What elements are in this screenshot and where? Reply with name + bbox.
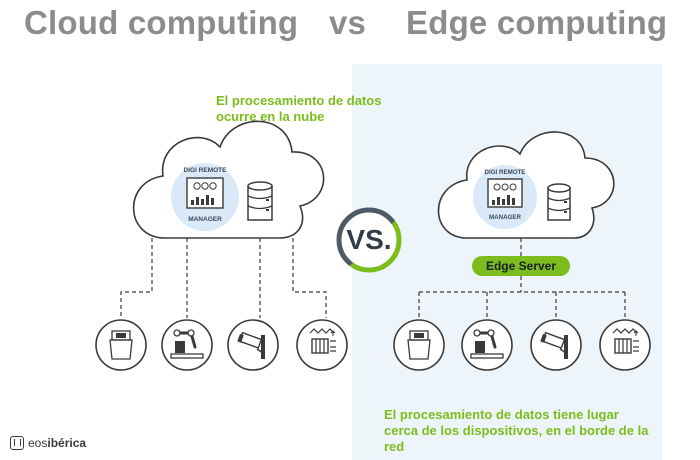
- security-camera-icon-edge: [530, 319, 582, 371]
- manager-badge-bottom-right: MANAGER: [489, 214, 521, 221]
- edge-server-label: Edge Server: [472, 256, 570, 276]
- edge-caption: El procesamiento de datos tiene lugar ce…: [384, 407, 649, 454]
- edge-devices: [393, 319, 651, 371]
- vs-ring: [336, 207, 402, 273]
- trash-bin-icon-edge: [393, 319, 445, 371]
- security-camera-icon: [227, 319, 279, 371]
- manager-badge-left: DIGI REMOTE MANAGER: [171, 163, 239, 231]
- database-icon-right: [547, 183, 571, 221]
- engine-sensor-icon-edge: [599, 319, 651, 371]
- manager-badge-top: DIGI REMOTE: [184, 167, 228, 174]
- cloud-caption: El procesamiento de datos ocurre en la n…: [216, 93, 382, 124]
- title-cloud: Cloud computing: [24, 4, 299, 41]
- robot-arm-icon-edge: [461, 319, 513, 371]
- logo-text: eosibérica: [28, 436, 87, 450]
- logo-mark-icon: [10, 436, 24, 450]
- eos-iberica-logo: eosibérica: [10, 436, 86, 450]
- manager-badge-top-right: DIGI REMOTE: [485, 169, 526, 176]
- database-icon-left: [247, 181, 273, 221]
- trash-bin-icon: [95, 319, 147, 371]
- title-edge: Edge computing: [406, 4, 668, 41]
- vs-badge-label: VS.: [346, 224, 392, 255]
- title-vs: vs: [329, 4, 367, 41]
- cloud-connectors: [120, 238, 327, 318]
- edge-connectors: [418, 238, 626, 318]
- manager-badge-bottom: MANAGER: [188, 216, 222, 223]
- engine-sensor-icon: [296, 319, 348, 371]
- robot-arm-icon: [161, 319, 213, 371]
- cloud-devices: [95, 319, 348, 371]
- cloud-left: DIGI REMOTE MANAGER: [132, 120, 325, 239]
- cloud-right: DIGI REMOTE MANAGER: [437, 131, 615, 239]
- manager-badge-right: DIGI REMOTE MANAGER: [473, 165, 537, 229]
